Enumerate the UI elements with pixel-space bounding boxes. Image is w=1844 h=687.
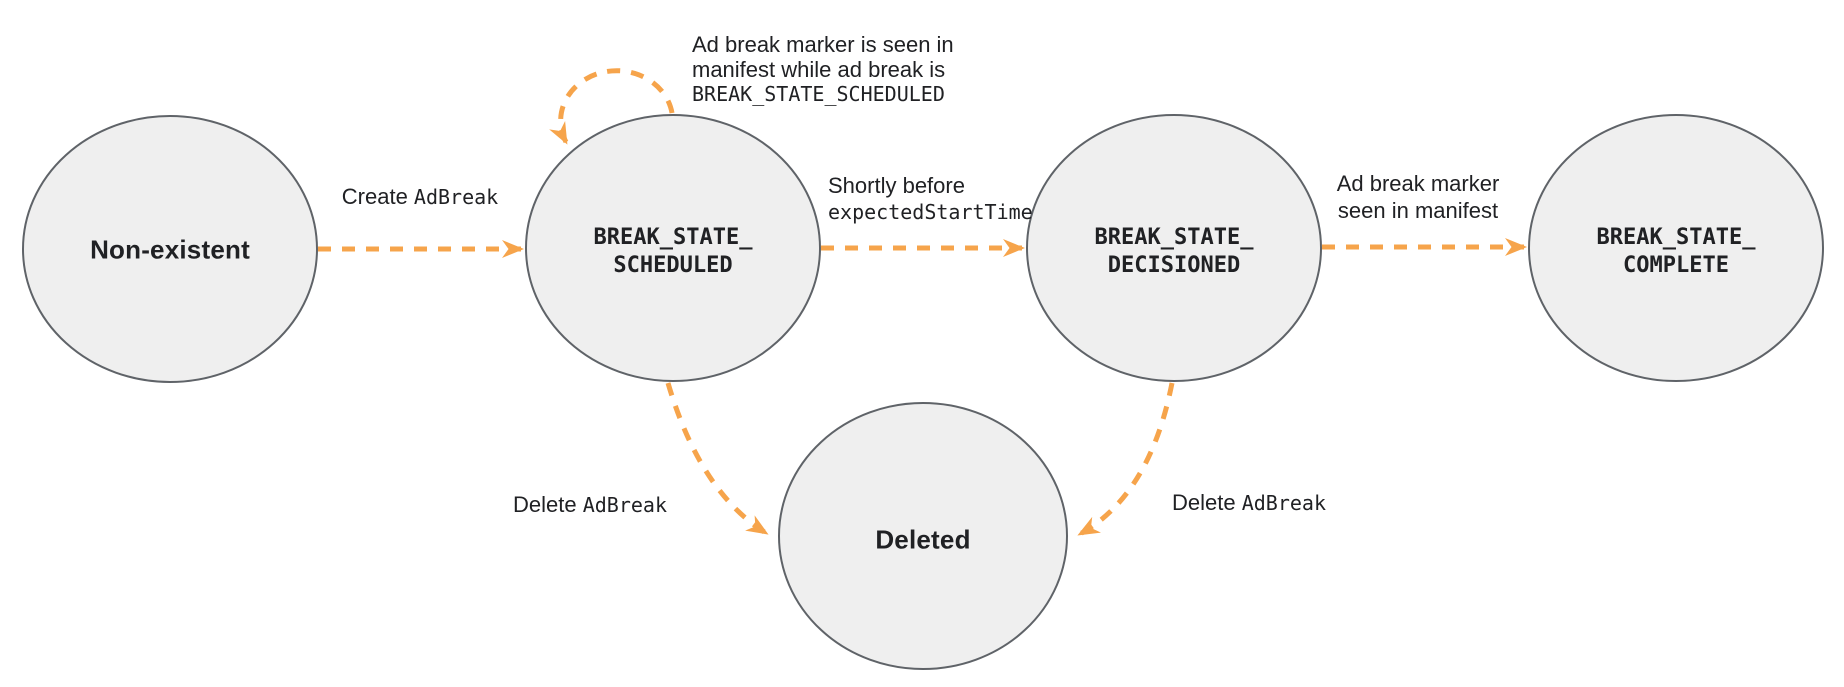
edge-label-self-loop-line1: Ad break marker is seen in (692, 32, 954, 57)
state-ellipse-deleted (778, 402, 1068, 670)
edge-label-to-decisioned-code: expectedStartTime (828, 200, 1033, 224)
state-ellipse-decisioned (1026, 114, 1322, 382)
edge-label-to-complete-line2: seen in manifest (1337, 198, 1499, 223)
state-label-complete-line2: COMPLETE (1623, 253, 1729, 278)
edge-label-create-code: AdBreak (413, 185, 499, 209)
edge-label-to-complete: Ad break marker seen in manifest (1337, 170, 1500, 224)
state-ellipse-non-existent (22, 115, 318, 383)
state-label-non-existent: Non-existent (90, 234, 250, 265)
state-label-complete-line1: BREAK_STATE_ (1596, 225, 1756, 250)
state-label-scheduled-line2: SCHEDULED (613, 253, 733, 278)
edge-delete-from-scheduled-arrow (665, 382, 769, 536)
edge-label-to-decisioned-text: Shortly before (828, 173, 965, 198)
state-label-decisioned-line2: DECISIONED (1107, 253, 1241, 278)
edge-label-delete-from-scheduled-text: Delete (512, 492, 583, 517)
state-label-decisioned: BREAK_STATE_ DECISIONED (1095, 224, 1254, 280)
edge-label-delete-from-decisioned: Delete AdBreak (1172, 490, 1326, 516)
state-label-complete: BREAK_STATE_ COMPLETE (1597, 224, 1756, 280)
edge-label-delete-from-scheduled: Delete AdBreak (513, 492, 667, 518)
edge-label-delete-from-scheduled-code: AdBreak (582, 493, 668, 517)
edge-delete-from-decisioned-arrow (1077, 382, 1175, 537)
edge-label-delete-from-decisioned-code: AdBreak (1241, 491, 1327, 515)
state-ellipse-complete (1528, 114, 1824, 382)
state-label-deleted: Deleted (875, 524, 971, 555)
state-label-scheduled-line1: BREAK_STATE_ (593, 225, 753, 250)
edge-label-create: Create AdBreak (342, 184, 498, 210)
edge-label-to-complete-line1: Ad break marker (1336, 171, 1500, 196)
edge-label-self-loop-code: BREAK_STATE_SCHEDULED (692, 82, 945, 106)
edge-label-delete-from-decisioned-text: Delete (1171, 490, 1242, 515)
state-label-scheduled: BREAK_STATE_ SCHEDULED (594, 224, 753, 280)
edge-label-self-loop-line2: manifest while ad break is (692, 57, 946, 82)
state-ellipse-scheduled (525, 114, 821, 382)
edge-label-create-text: Create (341, 184, 414, 209)
edge-label-to-decisioned: Shortly before expectedStartTime (828, 172, 1033, 226)
edge-label-self-loop: Ad break marker is seen in manifest whil… (692, 32, 954, 107)
edge-self-loop-arrow (549, 68, 675, 145)
state-label-decisioned-line1: BREAK_STATE_ (1094, 225, 1254, 250)
